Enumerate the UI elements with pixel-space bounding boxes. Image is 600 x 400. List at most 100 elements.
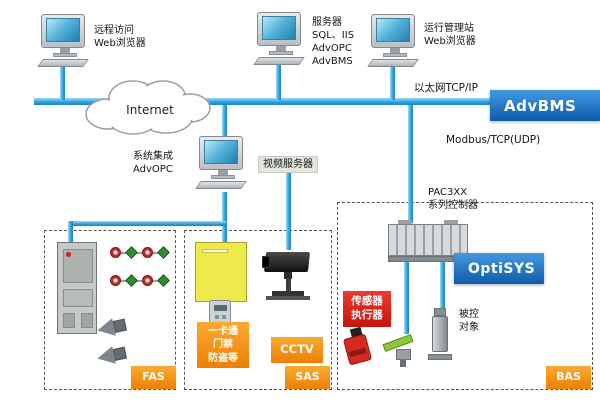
fas-tag: FAS xyxy=(131,366,176,389)
internet-label: Internet xyxy=(126,103,174,117)
panel-button-block xyxy=(63,313,75,328)
monitor-icon xyxy=(257,12,301,46)
modbus-label: Modbus/TCP(UDP) xyxy=(446,134,541,146)
video-server-label: 视频服务器 xyxy=(258,156,318,173)
cctv-tag: CCTV xyxy=(271,337,323,363)
connector-controller-valve xyxy=(404,258,409,334)
connector-integration-top xyxy=(222,105,227,138)
ethernet-bus-line xyxy=(34,98,600,105)
camera-base xyxy=(266,296,310,300)
detector-wire xyxy=(112,280,168,282)
module-icon xyxy=(125,246,138,259)
detector-row xyxy=(110,274,170,288)
detector-wire xyxy=(112,252,168,254)
keyboard-icon xyxy=(253,57,305,65)
advbms-banner: AdvBMS xyxy=(490,90,600,121)
keyboard-icon xyxy=(367,59,419,67)
valve-body xyxy=(396,349,411,360)
speaker-back xyxy=(112,318,127,333)
internet-cloud: Internet xyxy=(85,80,211,135)
connector-server-pc xyxy=(276,64,281,100)
sas-tag: SAS xyxy=(285,366,330,389)
screen-icon xyxy=(376,18,410,42)
controller-tab xyxy=(444,220,458,225)
camera-pole xyxy=(286,278,291,291)
monitor-base xyxy=(269,51,293,55)
fire-alarm-panel-icon xyxy=(57,242,97,334)
integration-computer-icon xyxy=(194,136,252,190)
reader-key xyxy=(222,315,226,319)
panel-section xyxy=(63,289,93,307)
connector-controller-actuator xyxy=(440,258,445,312)
cctv-camera-icon xyxy=(257,246,317,302)
bas-zone-box xyxy=(337,202,593,390)
controller-tab xyxy=(398,220,412,225)
smoke-detector-icon xyxy=(110,275,121,286)
screen-icon xyxy=(262,16,296,40)
branch-line-fas xyxy=(68,221,226,226)
integration-label: 系统集成 AdvOPC xyxy=(133,151,173,175)
module-icon xyxy=(157,274,170,287)
pac-controller-label: PAC3XX 系列控制器 xyxy=(428,187,478,211)
camera-joint xyxy=(284,272,292,279)
connector-remote-pc xyxy=(60,60,65,100)
monitor-icon xyxy=(41,14,85,48)
bas-tag: BAS xyxy=(546,366,591,389)
smoke-detector-icon xyxy=(110,247,121,258)
server-computer-icon xyxy=(252,12,310,66)
sensor-device-icon xyxy=(342,326,378,368)
smoke-detector-icon xyxy=(142,247,153,258)
sas-zone-box xyxy=(184,230,332,390)
screen-icon xyxy=(46,18,80,42)
monitor-base xyxy=(211,175,235,179)
camera-body xyxy=(263,252,311,272)
controller-slot xyxy=(202,249,228,253)
monitor-base xyxy=(383,53,407,57)
valve-actuator-icon xyxy=(382,332,422,368)
monitor-icon xyxy=(199,136,243,170)
monitor-stand xyxy=(60,48,70,53)
pac-controller-icon xyxy=(388,220,468,262)
actuator-base xyxy=(428,354,452,360)
actuator-cap xyxy=(434,308,446,316)
monitor-stand xyxy=(218,170,228,175)
access-card-tag: 一卡通 门禁 防盗等 xyxy=(197,322,249,368)
monitor-stand xyxy=(276,46,286,51)
speaker-back xyxy=(112,346,127,361)
connector-fas-panel xyxy=(68,221,73,247)
module-icon xyxy=(125,274,138,287)
screen-icon xyxy=(204,140,238,164)
monitor-base xyxy=(53,53,77,57)
card-reader-icon xyxy=(209,300,231,324)
actuator-body xyxy=(432,316,448,352)
reader-screen xyxy=(214,305,227,311)
connector-station-pc xyxy=(390,60,395,100)
connector-video-cctv xyxy=(286,170,291,250)
access-controller-icon xyxy=(195,242,247,302)
monitor-icon xyxy=(371,14,415,48)
valve-stem xyxy=(400,360,406,367)
remote-computer-icon xyxy=(36,14,94,68)
controller-body xyxy=(388,224,468,256)
controlled-object-label: 被控 对象 xyxy=(459,309,479,333)
sensor-actuator-tag: 传感器 执行器 xyxy=(343,291,391,327)
ethernet-label: 以太网TCP/IP xyxy=(414,82,478,94)
monitor-stand xyxy=(390,48,400,53)
camera-base xyxy=(272,291,304,296)
fas-zone-box xyxy=(44,230,176,390)
station-computer-icon xyxy=(366,14,424,68)
module-icon xyxy=(157,246,170,259)
panel-button-block xyxy=(81,313,93,328)
remote-access-label: 远程访问 Web浏览器 xyxy=(94,25,146,49)
reader-key xyxy=(215,315,219,319)
detector-row xyxy=(110,246,170,260)
smoke-detector-icon xyxy=(142,275,153,286)
server-label: 服务器 SQL、IIS AdvOPC AdvBMS xyxy=(312,17,355,67)
controlled-device-icon xyxy=(428,308,452,364)
keyboard-icon xyxy=(195,181,247,189)
connector-integration-bottom xyxy=(222,192,227,248)
camera-lens xyxy=(262,256,270,268)
panel-led xyxy=(66,252,71,257)
management-station-label: 运行管理站 Web浏览器 xyxy=(424,23,476,47)
